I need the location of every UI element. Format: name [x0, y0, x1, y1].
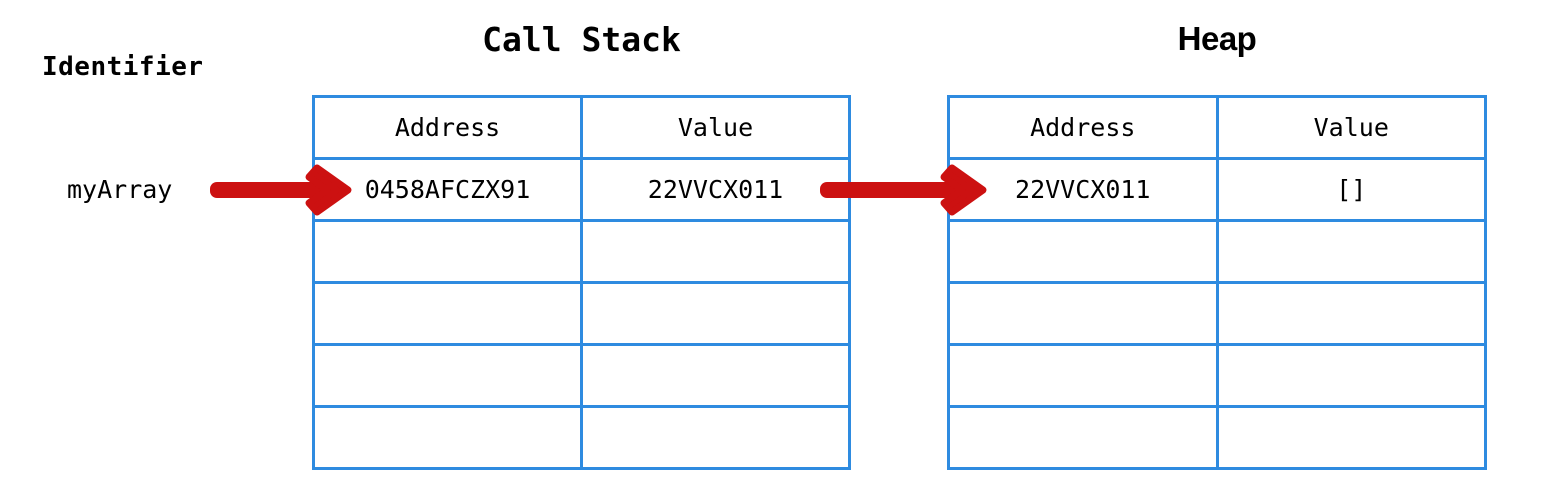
- table-header-row: Address Value: [947, 95, 1487, 160]
- heap-cell-value-1: [1215, 219, 1487, 284]
- table-row: [312, 219, 851, 284]
- table-row: [947, 281, 1487, 346]
- call-stack-cell-address-4: [312, 405, 583, 470]
- heap-cell-value-0: []: [1215, 157, 1487, 222]
- heap-cell-address-0: 22VVCX011: [947, 157, 1219, 222]
- table-row: [312, 405, 851, 470]
- heap-cell-address-3: [947, 343, 1219, 408]
- call-stack-table: Address Value 0458AFCZX91 22VVCX011: [312, 95, 851, 470]
- call-stack-cell-address-1: [312, 219, 583, 284]
- call-stack-cell-value-2: [580, 281, 851, 346]
- table-row: 0458AFCZX91 22VVCX011: [312, 157, 851, 222]
- table-row: [947, 405, 1487, 470]
- table-row: 22VVCX011 []: [947, 157, 1487, 222]
- call-stack-cell-value-4: [580, 405, 851, 470]
- table-row: [312, 281, 851, 346]
- table-row: [947, 219, 1487, 284]
- variable-identifier-myarray: myArray: [67, 175, 173, 204]
- heap-cell-address-1: [947, 219, 1219, 284]
- table-row: [947, 343, 1487, 408]
- heap-cell-address-2: [947, 281, 1219, 346]
- heap-cell-value-3: [1215, 343, 1487, 408]
- call-stack-cell-address-3: [312, 343, 583, 408]
- call-stack-header-value: Value: [580, 95, 851, 160]
- heap-cell-value-4: [1215, 405, 1487, 470]
- call-stack-cell-address-0: 0458AFCZX91: [312, 157, 583, 222]
- call-stack-header-address: Address: [312, 95, 583, 160]
- identifier-column-label: Identifier: [42, 52, 204, 82]
- call-stack-title: Call Stack: [482, 20, 681, 59]
- call-stack-cell-value-1: [580, 219, 851, 284]
- heap-header-value: Value: [1215, 95, 1487, 160]
- heap-cell-address-4: [947, 405, 1219, 470]
- table-header-row: Address Value: [312, 95, 851, 160]
- heap-table: Address Value 22VVCX011 []: [947, 95, 1487, 470]
- heap-header-address: Address: [947, 95, 1219, 160]
- call-stack-cell-value-0: 22VVCX011: [580, 157, 851, 222]
- call-stack-cell-value-3: [580, 343, 851, 408]
- heap-title: Heap: [1177, 20, 1257, 57]
- call-stack-cell-address-2: [312, 281, 583, 346]
- heap-cell-value-2: [1215, 281, 1487, 346]
- table-row: [312, 343, 851, 408]
